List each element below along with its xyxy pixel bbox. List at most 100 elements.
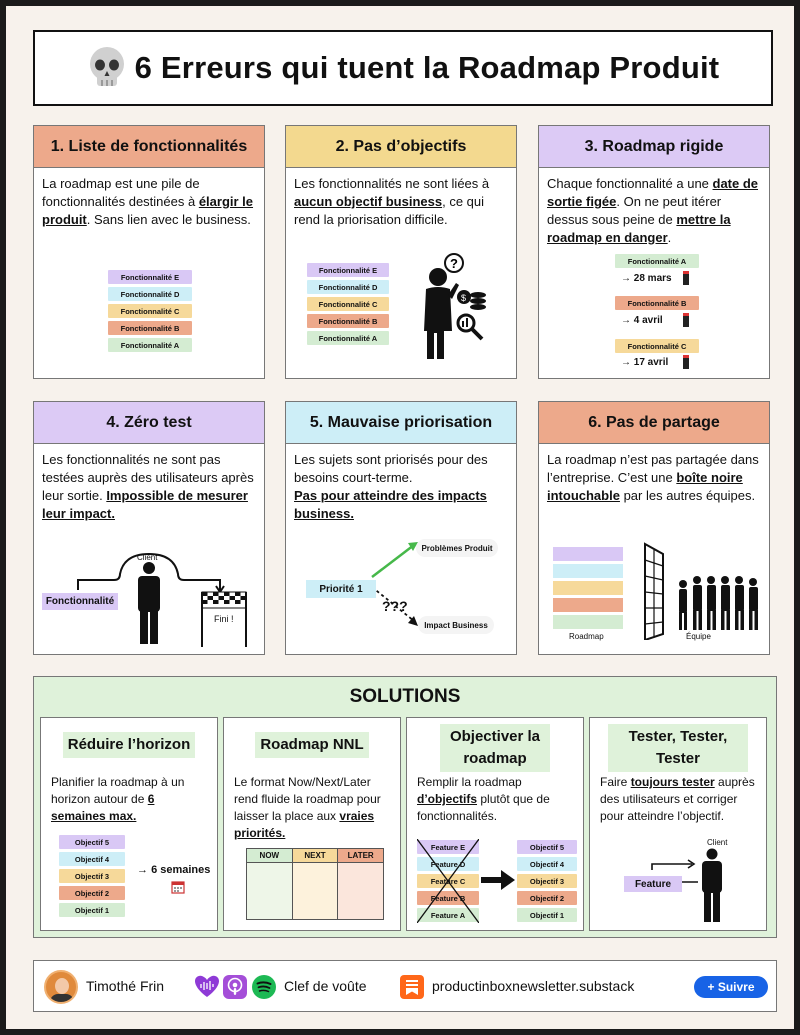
solution-title: Tester, Tester, Tester (608, 724, 748, 772)
objective-chip: Objectif 2 (59, 886, 125, 900)
substack-icon[interactable] (400, 975, 424, 999)
text-emphasis: toujours tester (630, 775, 715, 789)
roadmap-label: Roadmap (569, 632, 604, 641)
text-part: auprès des utilisateurs et corriger pour… (600, 775, 755, 823)
card-feature-list-text: La roadmap est une pile de fonctionnalit… (34, 168, 264, 229)
wall-and-team-icon (644, 542, 758, 640)
text-part: Faire (600, 775, 631, 789)
client-label: Client (137, 553, 158, 562)
target-product: Problèmes Produit (416, 539, 498, 557)
user-test-diagram (77, 552, 247, 647)
text-emphasis: aucun objectif business (294, 194, 443, 209)
card-no-sharing-title: 6. Pas de partage (539, 402, 769, 444)
solution-test: Tester, Tester, Tester Faire toujours te… (589, 717, 767, 931)
nnl-column-now: NOW (247, 849, 293, 919)
release-date: → 28 mars (621, 273, 672, 284)
text-emphasis: vraies priorités. (234, 809, 375, 840)
traffic-light-icon (683, 271, 689, 285)
release-date: → 4 avril (621, 315, 663, 326)
text-part: , ce qui rend la priorisation difficile. (294, 194, 485, 227)
solution-nnl: Roadmap NNL Le format Now/Next/Later ren… (223, 717, 401, 931)
card-no-objectives-text: Les fonctionnalités ne sont liées à aucu… (286, 168, 516, 229)
feature-block: Feature (624, 876, 682, 892)
solutions-panel: SOLUTIONS Réduire l’horizon Planifier la… (33, 676, 777, 938)
text-emphasis: date de sortie figée (547, 176, 759, 209)
text-emphasis: d’objectifs (417, 792, 478, 806)
release-date-text: 28 mars (633, 273, 672, 284)
solution-head: Réduire l’horizon (41, 732, 217, 758)
solution-text: Planifier la roadmap à un horizon autour… (51, 774, 211, 825)
card-feature-list-title: 1. Liste de fonctionnalités (34, 126, 264, 168)
text-part: La roadmap n’est pas partagée dans l’ent… (547, 452, 759, 485)
roadmap-bar (553, 564, 623, 578)
text-part: Les fonctionnalités ne sont liées à (294, 176, 490, 191)
avatar-face (55, 978, 69, 994)
release-chip: Fonctionnalité B (615, 296, 699, 310)
objective-chip: Objectif 2 (517, 891, 577, 905)
card-bad-prioritization-title: 5. Mauvaise priorisation (286, 402, 516, 444)
horizon-label: → 6 semaines (137, 864, 211, 876)
team-label: Équipe (686, 632, 711, 641)
podcast-name[interactable]: Clef de voûte (284, 978, 367, 994)
nnl-column-header: NEXT (292, 849, 338, 863)
objective-chip: Objectif 3 (59, 869, 125, 883)
solution-text: Faire toujours tester auprès des utilisa… (600, 774, 760, 825)
feature-chip: Fonctionnalité C (307, 297, 389, 311)
nnl-column-later: LATER (338, 849, 384, 919)
nnl-column-header: NOW (247, 849, 292, 863)
solution-head: Objectiver la roadmap (407, 724, 583, 772)
objective-chip: Objectif 1 (517, 908, 577, 922)
spotify-icon[interactable] (252, 975, 276, 999)
newsletter-name[interactable]: productinboxnewsletter.substack (432, 978, 635, 994)
card-feature-list: 1. Liste de fonctionnalités La roadmap e… (33, 125, 265, 379)
client-label: Client (707, 838, 728, 847)
traffic-light-icon (683, 355, 689, 369)
feature-chip-crossed: Feature A (417, 908, 479, 922)
text-part: par les autres équipes. (619, 488, 756, 503)
text-part: Remplir la roadmap (417, 775, 522, 789)
card-no-sharing-text: La roadmap n’est pas partagée dans l’ent… (539, 444, 769, 505)
feature-chip: Fonctionnalité D (307, 280, 389, 294)
roadmap-bar (553, 547, 623, 561)
podcast-icon[interactable] (223, 975, 247, 999)
follow-button[interactable]: + Suivre (694, 976, 768, 998)
solutions-title: SOLUTIONS (349, 686, 461, 707)
finish-label: Fini ! (214, 614, 234, 624)
infographic-page: 6 Erreurs qui tuent la Roadmap Produit 1… (6, 6, 794, 1029)
skull-icon (89, 47, 124, 86)
solution-title: Objectiver la roadmap (440, 724, 550, 772)
avatar[interactable] (44, 970, 78, 1004)
feature-chip: Fonctionnalité C (108, 304, 192, 318)
solution-head: Tester, Tester, Tester (590, 724, 766, 772)
nnl-column-next: NEXT (292, 849, 339, 919)
text-part: Planifier la roadmap à un horizon autour… (51, 775, 185, 806)
objective-chip: Objectif 5 (59, 835, 125, 849)
text-part: . Sans lien avec le business. (86, 212, 251, 227)
text-emphasis: élargir le produit (42, 194, 254, 227)
question-marks: ??? (382, 598, 408, 614)
text-part: Le format Now/Next/Later rend fluide la … (234, 775, 381, 823)
roadmap-bar (553, 615, 623, 629)
page-title-text: 6 Erreurs qui tuent la Roadmap Produit (134, 50, 720, 85)
release-chip: Fonctionnalité C (615, 339, 699, 353)
roadmap-bar (553, 598, 623, 612)
feature-block: Fonctionnalité (42, 593, 118, 610)
nnl-column-header: LATER (338, 849, 384, 863)
test-loop-diagram (651, 848, 722, 922)
feature-chip: Fonctionnalité E (108, 270, 192, 284)
objective-chip: Objectif 1 (59, 903, 125, 917)
solution-title: Réduire l’horizon (62, 732, 196, 758)
avatar-body (50, 994, 74, 1002)
feature-chip: Fonctionnalité A (307, 331, 389, 345)
priority-chip: Priorité 1 (306, 580, 376, 598)
text-part: plutôt que de fonctionnalités. (417, 792, 550, 823)
horizon-text: 6 semaines (151, 864, 211, 876)
author-name[interactable]: Timothé Frin (86, 978, 165, 994)
heart-wave-icon[interactable] (194, 975, 220, 999)
text-emphasis: 6 semaines max. (51, 792, 155, 823)
card-no-sharing: 6. Pas de partage La roadmap n’est pas p… (538, 401, 770, 655)
objective-chip: Objectif 5 (517, 840, 577, 854)
footer-bar: Timothé Frin Clef de voûte productinboxn… (33, 960, 777, 1012)
calendar-icon (171, 881, 185, 894)
solution-reduce-horizon: Réduire l’horizon Planifier la roadmap à… (40, 717, 218, 931)
